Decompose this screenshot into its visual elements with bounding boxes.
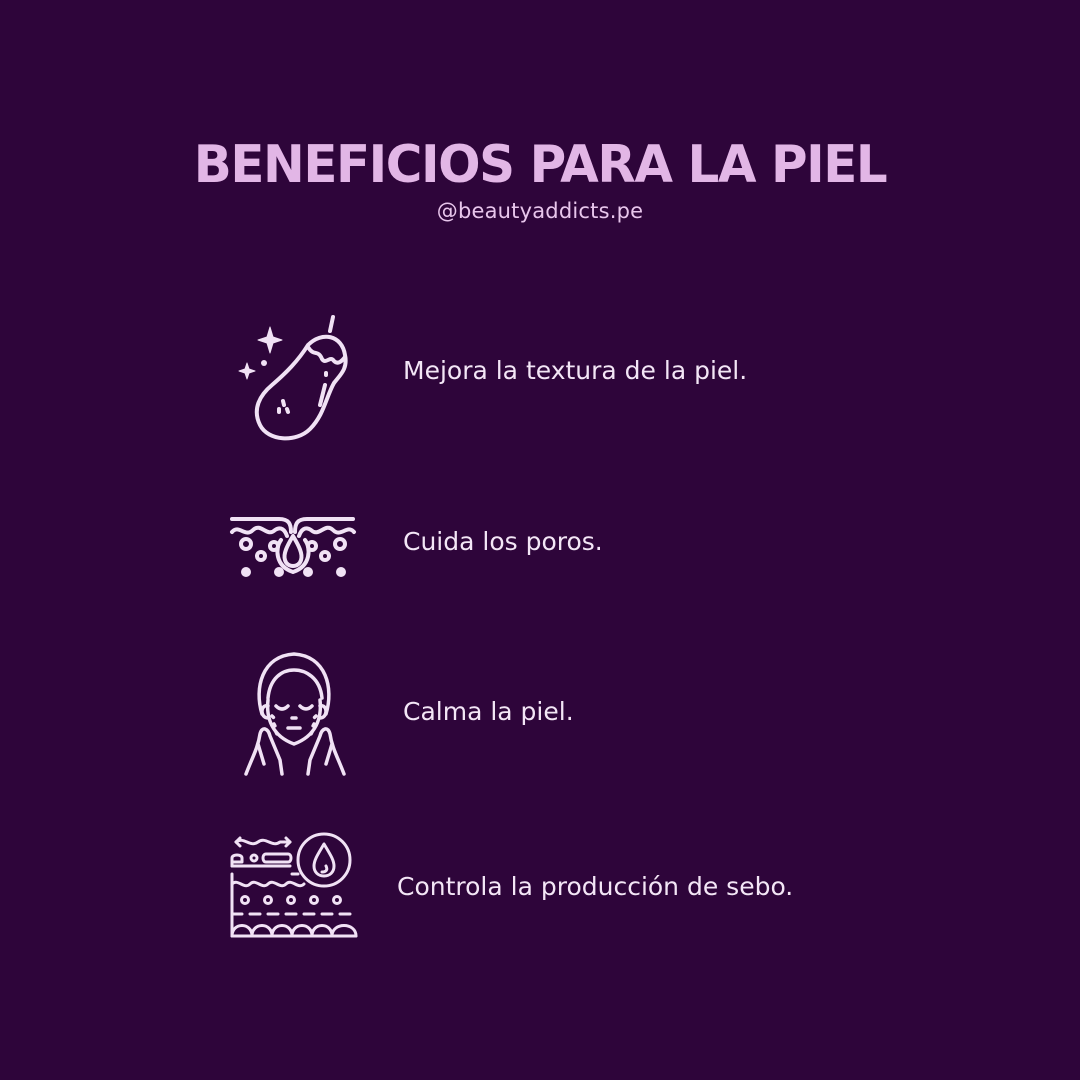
benefit-item-sebum: Controla la producción de sebo. (0, 828, 1080, 943)
benefit-text: Calma la piel. (403, 697, 574, 726)
benefit-text: Mejora la textura de la piel. (403, 356, 748, 385)
face-calm-icon (240, 648, 350, 780)
social-handle: @beautyaddicts.pe (436, 199, 644, 223)
benefit-text: Cuida los poros. (403, 527, 603, 556)
skin-pore-icon (229, 510, 359, 582)
benefit-item-pores: Cuida los poros. (0, 505, 1080, 585)
eggplant-sparkle-icon (230, 305, 360, 445)
benefit-text: Controla la producción de sebo. (397, 872, 794, 901)
benefit-item-calm: Calma la piel. (0, 648, 1080, 783)
sebum-layer-drop-icon (228, 828, 360, 940)
page-title: BENEFICIOS PARA LA PIEL (193, 135, 888, 195)
benefit-item-texture: Mejora la textura de la piel. (0, 300, 1080, 445)
